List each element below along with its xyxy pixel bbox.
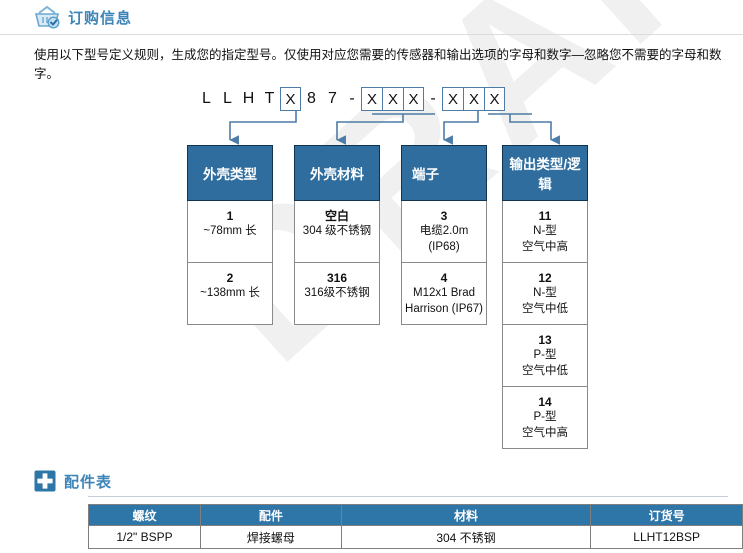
option-desc: 304 级不锈钢 xyxy=(302,225,372,238)
column-header-material: 材料 xyxy=(340,504,592,526)
pn-prefix-char: L xyxy=(202,90,211,107)
pn-box-terminal[interactable]: X xyxy=(442,87,463,111)
column-housing-material: 外壳材料 空白 304 级不锈钢 316 316级不锈钢 xyxy=(294,145,380,325)
accessories-title: 配件表 xyxy=(64,473,113,491)
column-header-output-type-logic: 输出类型/逻辑 xyxy=(502,145,588,201)
accessories-divider xyxy=(88,496,728,497)
pn-dash: - xyxy=(349,90,355,107)
option-code: 空白 xyxy=(324,209,349,223)
option-desc: N-型 空气中低 xyxy=(522,287,568,315)
column-header-housing-material: 外壳材料 xyxy=(294,145,380,201)
option-cell[interactable]: 4 M12x1 Brad Harrison (IP67) xyxy=(401,263,487,325)
column-terminal: 端子 3 电缆2.0m (IP68) 4 M12x1 Brad Harrison… xyxy=(401,145,487,325)
pn-box-output-2[interactable]: X xyxy=(484,87,505,111)
option-desc: 电缆2.0m (IP68) xyxy=(419,225,469,253)
ordering-intro-text: 使用以下型号定义规则，生成您的指定型号。仅使用对应您需要的传感器和输出选项的字母… xyxy=(34,48,722,81)
pn-box-material-2[interactable]: X xyxy=(382,87,403,111)
option-desc: P-型 空气中高 xyxy=(522,411,568,439)
option-code: 316 xyxy=(326,271,348,285)
option-desc: M12x1 Brad Harrison (IP67) xyxy=(405,287,483,315)
pn-prefix-char: L xyxy=(223,90,232,107)
column-header-thread: 螺纹 xyxy=(88,504,201,526)
pn-box-output[interactable]: X xyxy=(463,87,484,111)
table-header-row: 螺纹 配件 材料 订货号 xyxy=(88,504,743,526)
option-desc: ~138mm 长 xyxy=(200,287,260,300)
option-code: 3 xyxy=(440,209,448,223)
plus-square-icon xyxy=(34,470,56,492)
option-code: 12 xyxy=(538,271,552,285)
pn-dash: - xyxy=(430,90,436,107)
column-header-order-number: 订货号 xyxy=(590,504,743,526)
column-output-type-logic: 输出类型/逻辑 11 N-型 空气中高 12 N-型 空气中低 13 P-型 空… xyxy=(502,145,588,449)
pn-group-two: X X X xyxy=(361,87,424,111)
table-row[interactable]: 1/2" BSPP 焊接螺母 304 不锈钢 LLHT12BSP xyxy=(88,525,743,549)
column-header-terminal: 端子 xyxy=(401,145,487,201)
column-housing-type: 外壳类型 1 ~78mm 长 2 ~138mm 长 xyxy=(187,145,273,325)
part-number-pattern: L L H T X 8 7 - X X X - X X X xyxy=(0,84,743,114)
pn-box-housing-type[interactable]: X xyxy=(280,87,301,111)
option-cell[interactable]: 2 ~138mm 长 xyxy=(187,263,273,325)
option-code: 4 xyxy=(440,271,448,285)
accessories-header: 配件表 xyxy=(0,470,743,492)
option-cell[interactable]: 3 电缆2.0m (IP68) xyxy=(401,201,487,263)
accessories-table: 螺纹 配件 材料 订货号 1/2" BSPP 焊接螺母 304 不锈钢 LLHT… xyxy=(88,504,743,549)
pn-box-material[interactable]: X xyxy=(361,87,382,111)
cell-material: 304 不锈钢 xyxy=(340,525,592,549)
option-code: 1 xyxy=(226,209,234,223)
cell-order-number: LLHT12BSP xyxy=(590,525,743,549)
option-desc: P-型 空气中低 xyxy=(522,349,568,377)
option-cell[interactable]: 11 N-型 空气中高 xyxy=(502,201,588,263)
option-cell[interactable]: 13 P-型 空气中低 xyxy=(502,325,588,387)
pn-box-material-3[interactable]: X xyxy=(403,87,424,111)
pn-prefix-char: T xyxy=(264,90,275,107)
option-code: 2 xyxy=(226,271,234,285)
accessories-table-wrapper: 螺纹 配件 材料 订货号 1/2" BSPP 焊接螺母 304 不锈钢 LLHT… xyxy=(88,504,743,549)
option-cell[interactable]: 1 ~78mm 长 xyxy=(187,201,273,263)
cell-thread: 1/2" BSPP xyxy=(88,525,201,549)
column-header-housing-type: 外壳类型 xyxy=(187,145,273,201)
option-desc: 316级不锈钢 xyxy=(304,287,370,300)
pn-fixed-char: 8 xyxy=(307,90,316,107)
option-cell[interactable]: 空白 304 级不锈钢 xyxy=(294,201,380,263)
option-cell[interactable]: 316 316级不锈钢 xyxy=(294,263,380,325)
column-header-accessory: 配件 xyxy=(199,504,342,526)
ordering-header: 订购信息 xyxy=(0,0,743,29)
option-code: 11 xyxy=(538,209,552,223)
ordering-information-section: 订购信息 使用以下型号定义规则，生成您的指定型号。仅使用对应您需要的传感器和输出… xyxy=(0,0,743,84)
ordering-title: 订购信息 xyxy=(68,9,133,27)
pn-prefix-char: H xyxy=(242,90,255,107)
option-cell[interactable]: 12 N-型 空气中低 xyxy=(502,263,588,325)
pn-group-three: X X X xyxy=(442,87,505,111)
cell-accessory: 焊接螺母 xyxy=(199,525,342,549)
option-code: 13 xyxy=(538,333,552,347)
pn-fixed-char: 7 xyxy=(328,90,337,107)
shopping-basket-check-icon xyxy=(34,5,60,29)
option-cell[interactable]: 14 P-型 空气中高 xyxy=(502,387,588,449)
option-desc: N-型 空气中高 xyxy=(522,225,568,253)
ordering-divider xyxy=(0,34,743,35)
accessories-section: 配件表 xyxy=(0,470,743,497)
option-desc: ~78mm 长 xyxy=(203,225,257,238)
option-code: 14 xyxy=(538,395,552,409)
